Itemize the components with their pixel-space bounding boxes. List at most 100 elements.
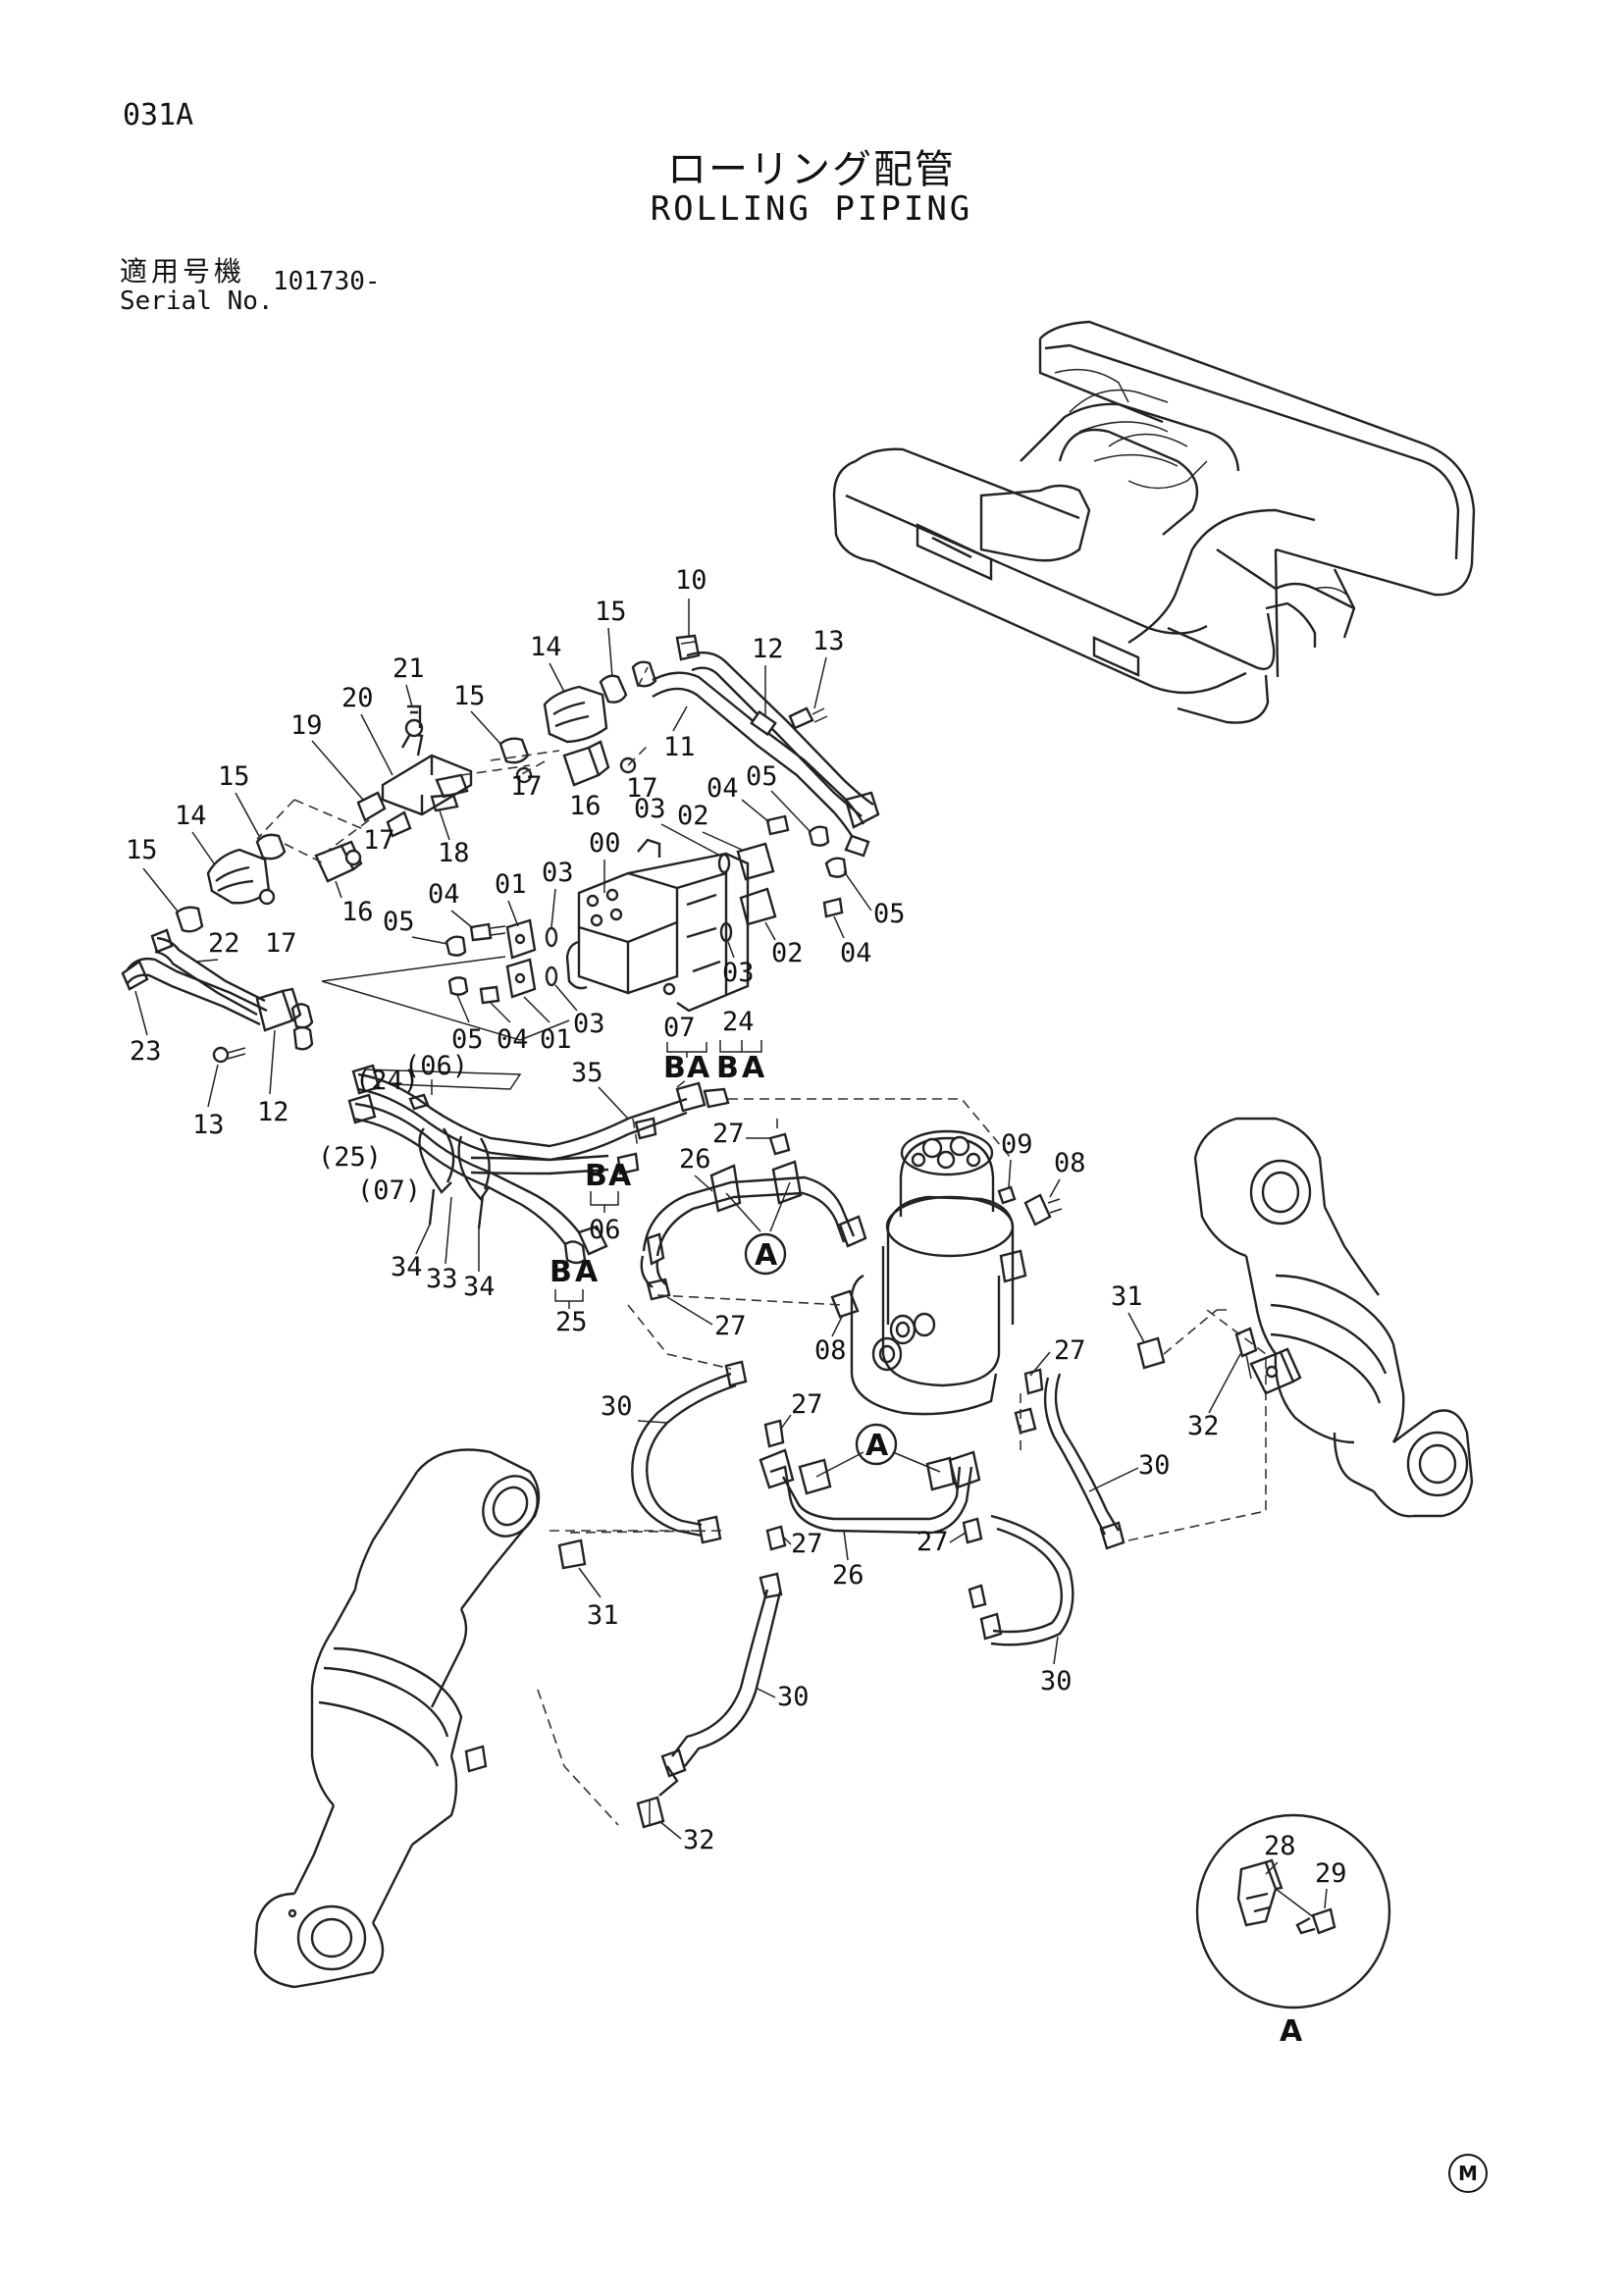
callout-12-a: 12 — [752, 634, 784, 664]
callout-03-b: 03 — [573, 1009, 605, 1039]
detail-view-label: A — [1280, 2014, 1303, 2049]
callout-30-c: 30 — [777, 1682, 810, 1712]
callout-15-a: 15 — [595, 597, 627, 627]
callout-25-paren: (25) — [318, 1142, 382, 1173]
callout-22: 22 — [208, 928, 240, 959]
callout-24-paren: (24) — [355, 1066, 419, 1096]
callout-16-a: 16 — [569, 791, 602, 821]
upper-piping-assembly — [121, 634, 880, 1064]
callout-08-a: 08 — [1054, 1148, 1086, 1178]
callout-03-c: 03 — [634, 794, 666, 824]
callout-27-c: 27 — [1054, 1335, 1086, 1366]
swing-motor-assembly — [321, 814, 848, 1041]
callout-12-b: 12 — [257, 1097, 289, 1127]
callout-31-a: 31 — [1111, 1281, 1143, 1312]
serial-label-english: Serial No. — [120, 287, 274, 316]
callout-32-b: 32 — [683, 1825, 715, 1855]
port-mark-a-3: A — [608, 1159, 632, 1193]
callout-33: 33 — [426, 1264, 458, 1294]
callout-30-b: 30 — [601, 1391, 633, 1422]
callout-18: 18 — [438, 838, 470, 868]
title-japanese: ローリング配管 — [667, 147, 956, 192]
callout-15-c: 15 — [218, 761, 250, 792]
callout-34-a: 34 — [391, 1252, 423, 1282]
callout-09: 09 — [1001, 1129, 1033, 1160]
callout-32-a: 32 — [1187, 1411, 1220, 1441]
callout-27-a: 27 — [712, 1119, 745, 1149]
callout-05-a: 05 — [383, 907, 415, 937]
title-english: ROLLING PIPING — [650, 189, 973, 229]
port-mark-b-4: B — [550, 1255, 572, 1289]
page-code: 031A — [123, 98, 194, 132]
callout-04-d: 04 — [840, 938, 872, 968]
callout-01-b: 01 — [540, 1024, 572, 1055]
callout-16-b: 16 — [341, 897, 374, 927]
callout-05-d: 05 — [873, 899, 906, 929]
callout-17-a: 17 — [510, 771, 543, 802]
callout-27-e: 27 — [791, 1529, 823, 1559]
callout-10: 10 — [675, 565, 707, 596]
port-mark-b-2: B — [716, 1051, 739, 1085]
callout-27-b: 27 — [714, 1311, 747, 1341]
callout-15-d: 15 — [126, 835, 158, 865]
right-cylinder — [1136, 1117, 1474, 1518]
callout-31-b: 31 — [587, 1600, 619, 1631]
port-mark-a-2: A — [742, 1051, 765, 1085]
serial-number-value: 101730- — [273, 267, 381, 296]
callout-29: 29 — [1315, 1858, 1347, 1889]
callout-23: 23 — [130, 1036, 162, 1067]
callout-34-b: 34 — [463, 1272, 496, 1302]
callout-25: 25 — [555, 1307, 588, 1337]
view-ref-a-1: A — [755, 1238, 778, 1273]
callout-labels: 28 29 A 10 15 12 13 14 11 21 15 20 19 — [126, 565, 1347, 2049]
callout-11: 11 — [663, 732, 696, 762]
undercarriage-illustration — [832, 320, 1476, 724]
view-ref-circle-2 — [855, 1423, 898, 1466]
view-ref-a-2: A — [865, 1429, 889, 1463]
callout-19: 19 — [290, 710, 323, 741]
view-ref-circle-1 — [744, 1232, 787, 1276]
center-swivel-joint — [830, 1129, 1063, 1416]
callout-07: 07 — [663, 1013, 696, 1043]
callout-17-d: 17 — [265, 928, 297, 959]
callout-02-b: 02 — [771, 938, 804, 968]
pipe-26-upper — [640, 1114, 867, 1306]
callout-13-b: 13 — [192, 1110, 225, 1140]
callout-03-a: 03 — [542, 858, 574, 888]
callout-14-b: 14 — [175, 801, 207, 831]
callout-04-b: 04 — [497, 1024, 529, 1055]
callout-27-f: 27 — [916, 1527, 949, 1557]
callout-24: 24 — [722, 1007, 755, 1037]
callout-15-b: 15 — [453, 681, 486, 711]
callout-26-b: 26 — [832, 1560, 864, 1591]
serial-label-japanese: 適用号機 — [120, 255, 246, 287]
callout-03-d: 03 — [722, 958, 755, 988]
callout-30-d: 30 — [1040, 1666, 1073, 1696]
hose-bundle — [347, 1064, 1012, 1265]
callout-13-a: 13 — [812, 626, 845, 656]
callout-00: 00 — [589, 828, 621, 859]
callout-30-a: 30 — [1138, 1450, 1171, 1481]
callout-05-c: 05 — [746, 761, 778, 792]
callout-14-a: 14 — [530, 632, 562, 662]
callout-17-c: 17 — [363, 825, 395, 856]
callout-05-b: 05 — [451, 1024, 484, 1055]
callout-06: 06 — [589, 1215, 621, 1245]
callout-07-paren: (07) — [357, 1175, 421, 1206]
callout-08-b: 08 — [814, 1335, 847, 1366]
left-cylinder — [253, 1448, 707, 1989]
detail-view-a — [1195, 1813, 1391, 2009]
port-mark-a-1: A — [687, 1051, 710, 1085]
callout-35: 35 — [571, 1058, 603, 1088]
pipe-26-lower — [568, 1304, 1267, 1778]
callout-04-c: 04 — [707, 773, 739, 804]
callout-04-a: 04 — [428, 879, 460, 910]
port-mark-b-3: B — [585, 1159, 607, 1193]
callout-17-b: 17 — [626, 773, 658, 804]
callout-20: 20 — [341, 683, 374, 713]
callout-01-a: 01 — [495, 869, 527, 900]
callout-26-a: 26 — [679, 1144, 711, 1174]
port-mark-a-4: A — [575, 1255, 599, 1289]
